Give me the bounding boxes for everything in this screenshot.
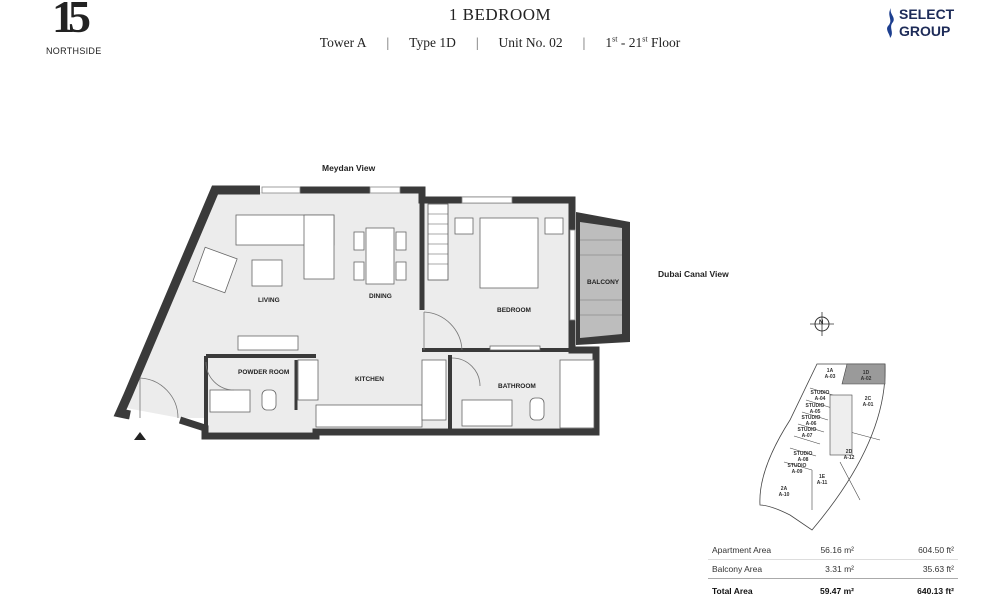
bath-door (489, 345, 541, 351)
key-unit-no: A-12 (844, 455, 855, 461)
highlighted-unit (841, 363, 886, 385)
room-label-bedroom: BEDROOM (497, 307, 531, 314)
key-unit-no: A-06 (806, 421, 817, 427)
room-label-powder-room: POWDER ROOM (238, 369, 290, 376)
key-unit-type: STUDIO (788, 463, 807, 469)
unit-label: Unit No. 02 (498, 34, 563, 50)
key-unit-no: A-05 (810, 409, 821, 415)
key-unit-no: A-04 (815, 396, 826, 402)
bath-toilet (529, 397, 545, 421)
key-unit-type: 2A (781, 486, 788, 492)
walls (113, 185, 600, 440)
key-unit-type: 1A (827, 368, 834, 374)
total-row: Total Area 59.47 m² 640.13 ft² (708, 578, 958, 600)
key-unit-no: A-11 (817, 480, 828, 486)
separator: | (475, 34, 479, 50)
doors (139, 311, 481, 419)
key-unit-type: STUDIO (798, 427, 817, 433)
room-label-living: LIVING (258, 297, 280, 304)
kitchen-counter (315, 404, 423, 428)
floor-label: 1st - 21st Floor (605, 34, 681, 50)
compass-label: N (819, 320, 824, 326)
key-unit-type: 1E (819, 474, 826, 480)
tower-label: Tower A (319, 34, 367, 50)
type-label: Type 1D (409, 34, 456, 50)
tv-console (237, 335, 299, 351)
key-unit-type: STUDIO (806, 403, 825, 409)
bed (479, 217, 539, 289)
developer-logo: SELECT GROUP (884, 6, 954, 40)
key-unit-no: A-02 (861, 376, 872, 382)
sofa-chaise (303, 214, 335, 280)
separator: | (582, 34, 586, 50)
compass-icon (810, 312, 834, 336)
view-label-right: Dubai Canal View (658, 269, 729, 279)
wardrobe (427, 203, 449, 281)
cooktop (297, 359, 319, 401)
entrance-arrow-icon (134, 432, 146, 440)
interior-floor (126, 192, 596, 432)
room-label-balcony: BALCONY (587, 279, 620, 286)
key-unit-no: A-03 (825, 374, 836, 380)
page-title: 1 BEDROOM (448, 5, 552, 24)
table-row: Balcony Area 3.31 m² 35.63 ft² (708, 559, 958, 579)
key-unit-no: A-07 (802, 433, 813, 439)
key-unit-no: A-09 (792, 469, 803, 475)
unit-details: Tower A | Type 1D | Unit No. 02 | 1st - 21st F… (0, 30, 1000, 51)
powder-toilet (261, 389, 277, 411)
dining-table (365, 227, 395, 285)
key-unit-type: 2D (846, 449, 853, 455)
key-unit-no: A-08 (798, 457, 809, 463)
developer-name-line2: GROUP (899, 23, 951, 39)
bath-sink (461, 399, 513, 427)
room-label-dining: DINING (369, 293, 392, 300)
table-row: Apartment Area 56.16 m² 604.50 ft² (712, 545, 954, 555)
room-label-kitchen: KITCHEN (355, 376, 384, 383)
balcony-area (576, 212, 630, 345)
armchair (192, 246, 238, 294)
key-unit-type: STUDIO (802, 415, 821, 421)
key-unit-no: A-01 (863, 402, 874, 408)
area-table: Apartment Area 56.16 m² 604.50 ft² Balco… (708, 541, 958, 600)
furniture (192, 214, 595, 429)
powder-sink (209, 389, 251, 413)
key-unit-type: STUDIO (794, 451, 813, 457)
view-label-top: Meydan View (322, 163, 376, 173)
developer-name-line1: SELECT (899, 6, 955, 22)
project-logo-name: NORTHSIDE (46, 46, 102, 56)
fridge (421, 359, 447, 421)
room-label-bathroom: BATHROOM (498, 383, 536, 390)
separator: | (386, 34, 390, 50)
key-unit-no: A-10 (779, 492, 790, 498)
key-unit-type: 1D (863, 370, 870, 376)
key-unit-type: STUDIO (811, 390, 830, 396)
key-unit-type: 2C (865, 396, 872, 402)
windows (261, 186, 576, 321)
coffee-table (251, 259, 283, 287)
shower (559, 359, 595, 429)
flame-icon (887, 8, 894, 38)
